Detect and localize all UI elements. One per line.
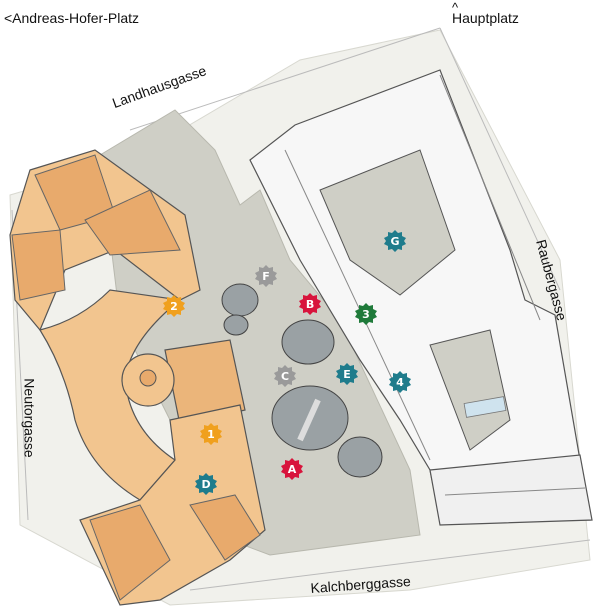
curb-line xyxy=(189,539,591,591)
marker-badge xyxy=(336,363,358,385)
modern-building xyxy=(249,69,593,526)
marker-d[interactable]: D xyxy=(195,473,217,495)
marker-label: 3 xyxy=(362,308,370,321)
marker-label: C xyxy=(281,370,289,383)
marker-label: F xyxy=(262,270,270,283)
marker-3[interactable]: 3 xyxy=(355,303,377,325)
marker-label: D xyxy=(201,478,210,491)
marker-g[interactable]: G xyxy=(384,230,406,252)
historic-roof xyxy=(89,504,171,601)
marker-badge xyxy=(255,265,277,287)
historic-roof xyxy=(189,494,261,561)
marker-1[interactable]: 1 xyxy=(200,423,222,445)
marker-label: B xyxy=(306,298,314,311)
south-wing-roof xyxy=(429,454,593,526)
marker-badge xyxy=(281,458,303,480)
historic-central-block xyxy=(164,339,246,426)
cylinders xyxy=(221,283,383,478)
cylinder xyxy=(337,436,383,478)
marker-c[interactable]: C xyxy=(274,365,296,387)
inner-courtyard-g xyxy=(319,149,456,296)
marker-b[interactable]: B xyxy=(299,293,321,315)
hauptplatz-arrow-icon: ^ xyxy=(452,0,459,15)
cylinder xyxy=(281,319,335,365)
marker-badge xyxy=(274,365,296,387)
roof-ridge xyxy=(444,487,586,496)
historic-roof xyxy=(84,189,181,256)
historic-roof xyxy=(11,229,66,301)
marker-badge xyxy=(195,473,217,495)
historic-curved-wing xyxy=(39,289,182,501)
marker-badge xyxy=(163,295,185,317)
marker-label: A xyxy=(288,463,297,476)
marker-label: G xyxy=(390,235,399,248)
street-andreas-hofer-platz: <Andreas-Hofer-Platz xyxy=(4,10,140,26)
marker-f[interactable]: F xyxy=(255,265,277,287)
curb-line xyxy=(439,27,561,291)
marker-label: 2 xyxy=(170,300,178,313)
escalator xyxy=(297,398,321,442)
marker-badge xyxy=(389,371,411,393)
roof-ridge xyxy=(439,74,541,321)
marker-label: 4 xyxy=(396,376,404,389)
marker-badge xyxy=(384,230,406,252)
historic-dome-top xyxy=(139,369,157,387)
marker-2[interactable]: 2 xyxy=(163,295,185,317)
marker-badge xyxy=(355,303,377,325)
inner-courtyard-south xyxy=(429,329,511,451)
marker-4[interactable]: 4 xyxy=(389,371,411,393)
glass-bridge xyxy=(463,396,507,418)
marker-badge xyxy=(299,293,321,315)
roof-ridge xyxy=(284,149,431,461)
marker-label: 1 xyxy=(207,428,215,441)
marker-badge xyxy=(200,423,222,445)
curb-line xyxy=(129,27,441,131)
historic-building xyxy=(9,149,266,606)
marker-a[interactable]: A xyxy=(281,458,303,480)
marker-e[interactable]: E xyxy=(336,363,358,385)
cylinder xyxy=(223,314,249,336)
marker-label: E xyxy=(343,368,351,381)
street-hauptplatz: Hauptplatz xyxy=(452,10,519,26)
